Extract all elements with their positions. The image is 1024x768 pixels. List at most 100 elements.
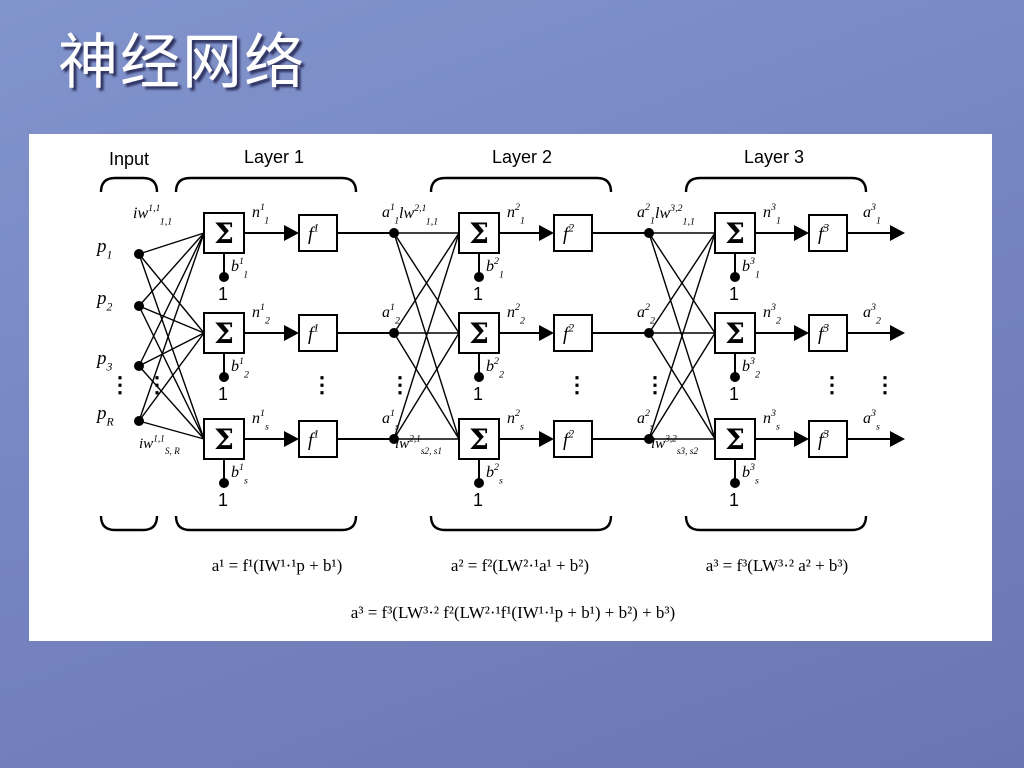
input-weight-line-1-1 [138, 232, 205, 255]
transfer-label-l3-n1: f3 [818, 221, 829, 245]
net-input-arrow-l2-n1 [539, 225, 554, 241]
layer-weight-line-l2-3-1 [393, 232, 460, 440]
output-arrow-n1 [890, 225, 905, 241]
brace-input-bottom [99, 515, 159, 532]
input-weight-line-3-1 [138, 232, 205, 367]
net-input-label-l1-n2: n12 [252, 302, 270, 327]
transfer-label-l1-n1: f1 [308, 221, 319, 245]
sum-symbol-l1-n1: Σ [214, 217, 234, 250]
net-input-arrow-l3-n1 [794, 225, 809, 241]
equation-full: a³ = f³(LW³·² f²(LW²·¹f¹(IW¹·¹p + b¹) + … [351, 603, 675, 622]
transfer-label-l2-n1: f2 [563, 221, 574, 245]
input-label-1: p1 [95, 236, 112, 262]
bias-label-l1-n2: b12 [231, 356, 249, 381]
transfer-box-l3-n3 [808, 420, 848, 458]
bias-one-l3-n3: 1 [729, 490, 739, 510]
net-input-label-l2-n2: n22 [507, 302, 525, 327]
bias-one-l1-n2: 1 [218, 384, 228, 404]
bias-label-l2-n3: b2s [486, 462, 503, 487]
bias-one-l2-n3: 1 [473, 490, 483, 510]
output-label-l1-n2: a12 [382, 302, 400, 327]
layer-weight-line-l3-3-2 [648, 332, 716, 440]
transfer-label-l1-n3: f1 [308, 427, 319, 451]
bias-label-l2-n2: b22 [486, 356, 504, 381]
net-input-arrow-l1-n1 [284, 225, 299, 241]
bias-one-l1-n1: 1 [218, 284, 228, 304]
bias-node-l2-n2 [474, 372, 484, 382]
bias-label-l2-n1: b21 [486, 256, 504, 281]
input-weight-line-3-3 [138, 365, 205, 440]
transfer-label-l3-n3: f3 [818, 427, 829, 451]
bias-node-l3-n2 [730, 372, 740, 382]
input-ellipsis-left: ⋮ [109, 372, 131, 397]
transfer-label-l2-n2: f2 [563, 321, 574, 345]
slide-title: 神经网络 [58, 28, 306, 98]
ellipsis-a-l2: ⋮ [644, 372, 666, 397]
output-label-l1-n3: a1s [382, 408, 399, 433]
equation-layer3: a³ = f³(LW³·² a² + b³) [706, 556, 848, 575]
weight-label-bottom-l2: lw2,1s2, s1 [395, 434, 442, 457]
output-label-l3-n3: a3s [863, 408, 880, 433]
sum-symbol-l3-n3: Σ [725, 423, 745, 456]
output-arrow-n3 [890, 431, 905, 447]
ellipsis-a-l1: ⋮ [389, 372, 411, 397]
net-input-label-l3-n3: n3s [763, 408, 780, 433]
input-label-3: p3 [95, 348, 113, 374]
bias-one-l1-n3: 1 [218, 490, 228, 510]
weight-label-top-l2: lw2,11,1 [399, 203, 438, 228]
net-input-arrow-l3-n2 [794, 325, 809, 341]
output-label-l2-n1: a21 [637, 202, 655, 227]
brace-input-top [99, 176, 159, 193]
input-weight-line-4-1 [138, 232, 205, 422]
input-label-2: p2 [95, 288, 113, 314]
transfer-label-l3-n2: f3 [818, 321, 829, 345]
weight-label-top-l3: lw3,21,1 [655, 203, 695, 228]
bias-node-l1-n2 [219, 372, 229, 382]
transfer-box-l2-n2 [553, 314, 593, 352]
net-input-label-l2-n3: n2s [507, 408, 524, 433]
sum-symbol-l1-n3: Σ [214, 423, 234, 456]
bias-node-l1-n3 [219, 478, 229, 488]
net-input-arrow-l2-n2 [539, 325, 554, 341]
brace-layer1-bottom [174, 515, 358, 532]
net-input-arrow-l2-n3 [539, 431, 554, 447]
net-input-label-l3-n2: n32 [763, 302, 781, 327]
sum-symbol-l1-n2: Σ [214, 317, 234, 350]
transfer-label-l1-n2: f1 [308, 321, 319, 345]
sum-symbol-l3-n1: Σ [725, 217, 745, 250]
layer-weight-line-l3-3-1 [648, 232, 716, 440]
bias-one-l2-n1: 1 [473, 284, 483, 304]
input-weight-line-4-2 [138, 332, 205, 422]
brace-layer3-bottom [684, 515, 868, 532]
bias-one-l3-n2: 1 [729, 384, 739, 404]
equation-layer1: a¹ = f¹(IW¹·¹p + b¹) [212, 556, 343, 575]
output-label-l2-n3: a2s [637, 408, 654, 433]
bias-one-l3-n1: 1 [729, 284, 739, 304]
brace-layer1-top [174, 176, 358, 193]
input-weight-line-4-3 [138, 420, 205, 440]
header-input: Input [109, 149, 149, 169]
net-input-arrow-l1-n3 [284, 431, 299, 447]
output-label-l3-n1: a31 [863, 202, 881, 227]
layer-weight-line-l3-2-1 [648, 232, 716, 334]
input-weight-line-1-3 [138, 253, 205, 440]
output-label-l1-n1: a11 [382, 202, 399, 227]
output-arrow-n2 [890, 325, 905, 341]
ellipsis-a-l3: ⋮ [874, 372, 896, 397]
input-weight-line-3-2 [138, 332, 205, 367]
input-weight-line-2-3 [138, 305, 205, 440]
bias-node-l1-n1 [219, 272, 229, 282]
input-ellipsis: ⋮ [146, 372, 168, 397]
header-layer2: Layer 2 [492, 147, 552, 167]
ellipsis-f-l1: ⋮ [311, 372, 333, 397]
input-weight-line-2-2 [138, 305, 205, 334]
transfer-box-l1-n1 [298, 214, 338, 252]
weight-label-top-l1: iw1,11,1 [133, 203, 172, 228]
weight-label-bottom-l1: iw1,1S, R [139, 434, 180, 457]
input-weight-line-1-2 [138, 253, 205, 334]
header-layer3: Layer 3 [744, 147, 804, 167]
ellipsis-f-l2: ⋮ [566, 372, 588, 397]
net-input-label-l1-n3: n1s [252, 408, 269, 433]
weight-label-bottom-l3: lw3,2s3, s2 [651, 434, 698, 457]
